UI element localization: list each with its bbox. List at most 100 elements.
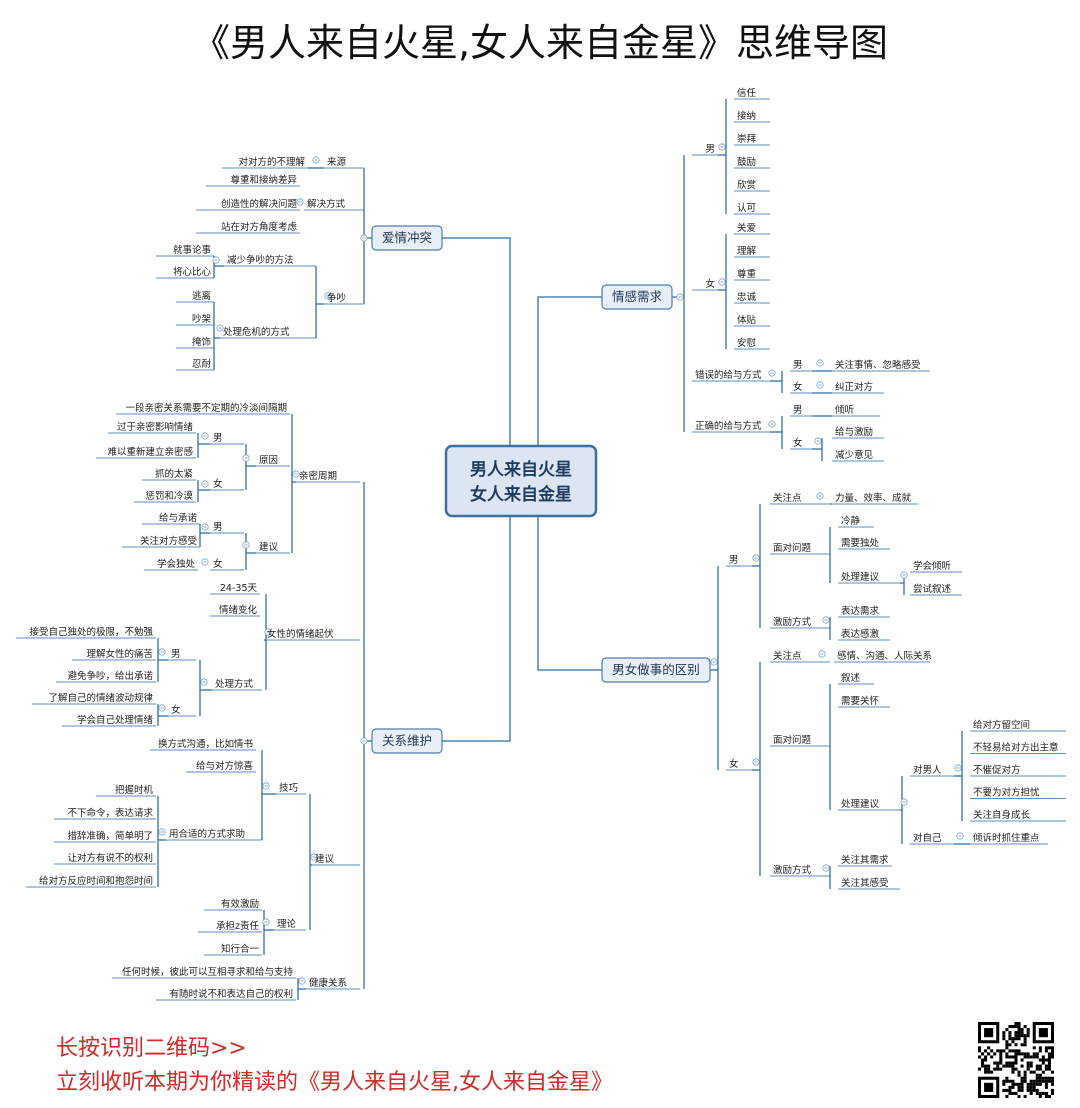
node-b2-2-3-1-3: 避免争吵，给出承诺: [67, 670, 153, 682]
node-b4-2-2-2: 需要关怀: [841, 695, 880, 707]
node-b1-2-3: 站在对方角度考虑: [221, 221, 298, 233]
node-b2-2-3-2-2: 学会自己处理情绪: [77, 714, 154, 726]
node-b4-2-2-3-2: 对自己: [913, 832, 942, 844]
node-b2-2-2: 情绪变化: [219, 604, 258, 616]
node-b2-1-3-2: 女: [213, 558, 223, 570]
node-b2-1-2-1-1: 过于亲密影响情绪: [117, 421, 194, 433]
branch-b4[interactable]: 男女做事的区别: [612, 662, 700, 677]
node-b2-3-1-3: 用合适的方式求助: [169, 828, 245, 840]
node-b3-4-2-2: 减少意见: [835, 449, 873, 461]
node-b2-1: 亲密周期: [299, 470, 337, 482]
node-b2-3-1-2: 给与对方惊喜: [196, 760, 254, 772]
node-b3-1-2: 接纳: [737, 110, 756, 122]
node-b4-1-3: 激励方式: [773, 616, 812, 628]
node-b2-2-3: 处理方式: [215, 678, 254, 690]
node-b4-2-2-1: 叙述: [841, 672, 861, 684]
node-b4-2-3-1: 关注其需求: [841, 854, 889, 866]
node-b2-1-3-1-2: 关注对方感受: [140, 535, 197, 547]
node-b2-2-3-1-1: 接受自己独处的极限，不勉强: [29, 626, 153, 638]
central-topic-line1: 男人来自火星: [470, 459, 572, 480]
node-b4-1-2-2: 需要独处: [841, 537, 880, 549]
node-b4-1-1: 关注点: [773, 492, 802, 504]
branch-b3[interactable]: 情感需求: [612, 289, 663, 304]
node-b3-4-2: 女: [793, 437, 803, 449]
node-b3-1-6: 认可: [737, 202, 756, 214]
node-b4-2-2-3-2-1: 倾诉时抓住重点: [973, 832, 1040, 844]
node-b3-2: 女: [705, 278, 715, 290]
node-b4-2-3-2: 关注其感受: [841, 877, 889, 889]
node-b3-3-1-1: 关注事情、忽略感受: [835, 359, 921, 371]
node-b2-1-3-1-1: 给与承诺: [159, 512, 198, 524]
node-b2-3: 建议: [315, 853, 335, 865]
node-b1-3-2-3: 掩饰: [192, 336, 211, 348]
node-b2-2-3-1-2: 理解女性的痛苦: [86, 648, 153, 660]
node-b4-1: 男: [729, 555, 739, 566]
node-b1-1-1: 对对方的不理解: [238, 156, 305, 168]
branch-b2[interactable]: 关系维护: [382, 733, 432, 748]
node-b4-1-2-3-2: 尝试叙述: [913, 583, 952, 595]
node-b4-2-2-3-1: 对男人: [913, 764, 942, 776]
node-b2-3-2-2: 承担z责任: [216, 920, 259, 932]
node-b4-2-2-3-1-2: 不轻易给对方出主意: [973, 742, 1059, 754]
node-b2-1-2: 原因: [259, 455, 278, 466]
node-b2-3-2: 理论: [277, 918, 297, 930]
node-b2-2-1: 24-35天: [220, 583, 258, 594]
node-b4-2-2-3-1-4: 不要为对方担忧: [973, 787, 1040, 799]
node-b2-1-2-2-2: 惩罚和冷漠: [145, 490, 193, 502]
node-b1-2: 解决方式: [307, 198, 346, 210]
node-b3-4: 正确的给与方式: [695, 420, 762, 432]
node-b4-2-1: 关注点: [773, 650, 802, 662]
node-b2-1-2-1: 男: [213, 433, 223, 444]
node-b2-4: 健康关系: [309, 977, 347, 989]
node-b3-1-1: 信任: [737, 87, 757, 99]
node-b4-1-2-3-1: 学会倾听: [913, 560, 952, 572]
node-b1-2-2: 创造性的解决问题: [221, 198, 298, 210]
node-b2-1-2-1-2: 难以重新建立亲密感: [107, 446, 193, 458]
node-b4-2-3: 激励方式: [773, 864, 812, 876]
node-b3-3-2: 女: [793, 381, 803, 393]
node-b3-2-3: 尊重: [737, 268, 757, 280]
node-b4-1-2-1: 冷静: [841, 515, 861, 527]
node-b4-1-3-1: 表达需求: [841, 605, 880, 617]
node-b3-1: 男: [705, 144, 715, 155]
qr-code[interactable]: [978, 1022, 1054, 1098]
node-b3-1-3: 崇拜: [737, 134, 757, 145]
node-b4-2-1-1: 感情、沟通、人际关系: [837, 650, 932, 662]
node-b4-2-2: 面对问题: [773, 734, 812, 746]
central-topic-line2: 女人来自金星: [470, 484, 572, 505]
node-b2-2-3-2-1: 了解自己的情绪波动规律: [48, 692, 153, 704]
node-b1-1: 来源: [327, 157, 347, 168]
node-b3-4-1: 男: [793, 405, 803, 416]
node-b4-2: 女: [729, 758, 739, 770]
node-b2-3-1-3-4: 让对方有说不的权利: [67, 852, 153, 864]
node-b2-1-3-1: 男: [213, 522, 223, 533]
node-b2-1-3: 建议: [259, 541, 279, 553]
node-b4-2-2-3-1-5: 关注自身成长: [973, 809, 1031, 821]
mindmap-title: 《男人来自火星,女人来自金星》思维导图: [191, 21, 889, 65]
node-b2-1-2-2: 女: [213, 478, 223, 490]
node-b1-3-2-2: 吵架: [192, 313, 212, 325]
node-b3-2-2: 理解: [737, 245, 757, 257]
node-b2-3-2-1: 有效激励: [221, 898, 259, 910]
node-b3-2-6: 安慰: [737, 337, 757, 349]
branch-b1[interactable]: 爱情冲突: [382, 230, 432, 245]
node-b4-1-3-2: 表达感激: [841, 628, 880, 640]
node-b2-1-2-2-1: 抓的太紧: [155, 468, 193, 480]
node-b3-3: 错误的给与方式: [695, 369, 762, 381]
node-b3-2-5: 体贴: [737, 314, 757, 326]
node-b4-1-2: 面对问题: [773, 542, 812, 554]
node-b3-1-4: 鼓励: [737, 156, 756, 168]
node-b2-4-1: 任何时候，彼此可以互相寻求和给与支持: [122, 966, 294, 978]
node-b2-4-2: 有随时说不和表达自己的权利: [169, 988, 293, 1000]
node-b2-2-3-1: 男: [171, 649, 181, 660]
node-b3-4-1-1: 倾听: [835, 404, 855, 416]
node-b4-2-2-3: 处理建议: [841, 798, 880, 810]
listen-prompt: 立刻收听本期为你精读的《男人来自火星,女人来自金星》: [56, 1070, 613, 1095]
qr-prompt: 长按识别二维码>>: [56, 1036, 247, 1061]
node-b2-3-1-3-2: 不下命令，表达请求: [67, 807, 153, 819]
node-b2-2-3-2: 女: [171, 704, 181, 716]
node-b3-4-2-1: 给与激励: [835, 426, 873, 438]
node-b1-3-2-1: 逃离: [192, 290, 211, 302]
node-b4-2-2-3-1-1: 给对方留空间: [973, 719, 1030, 731]
